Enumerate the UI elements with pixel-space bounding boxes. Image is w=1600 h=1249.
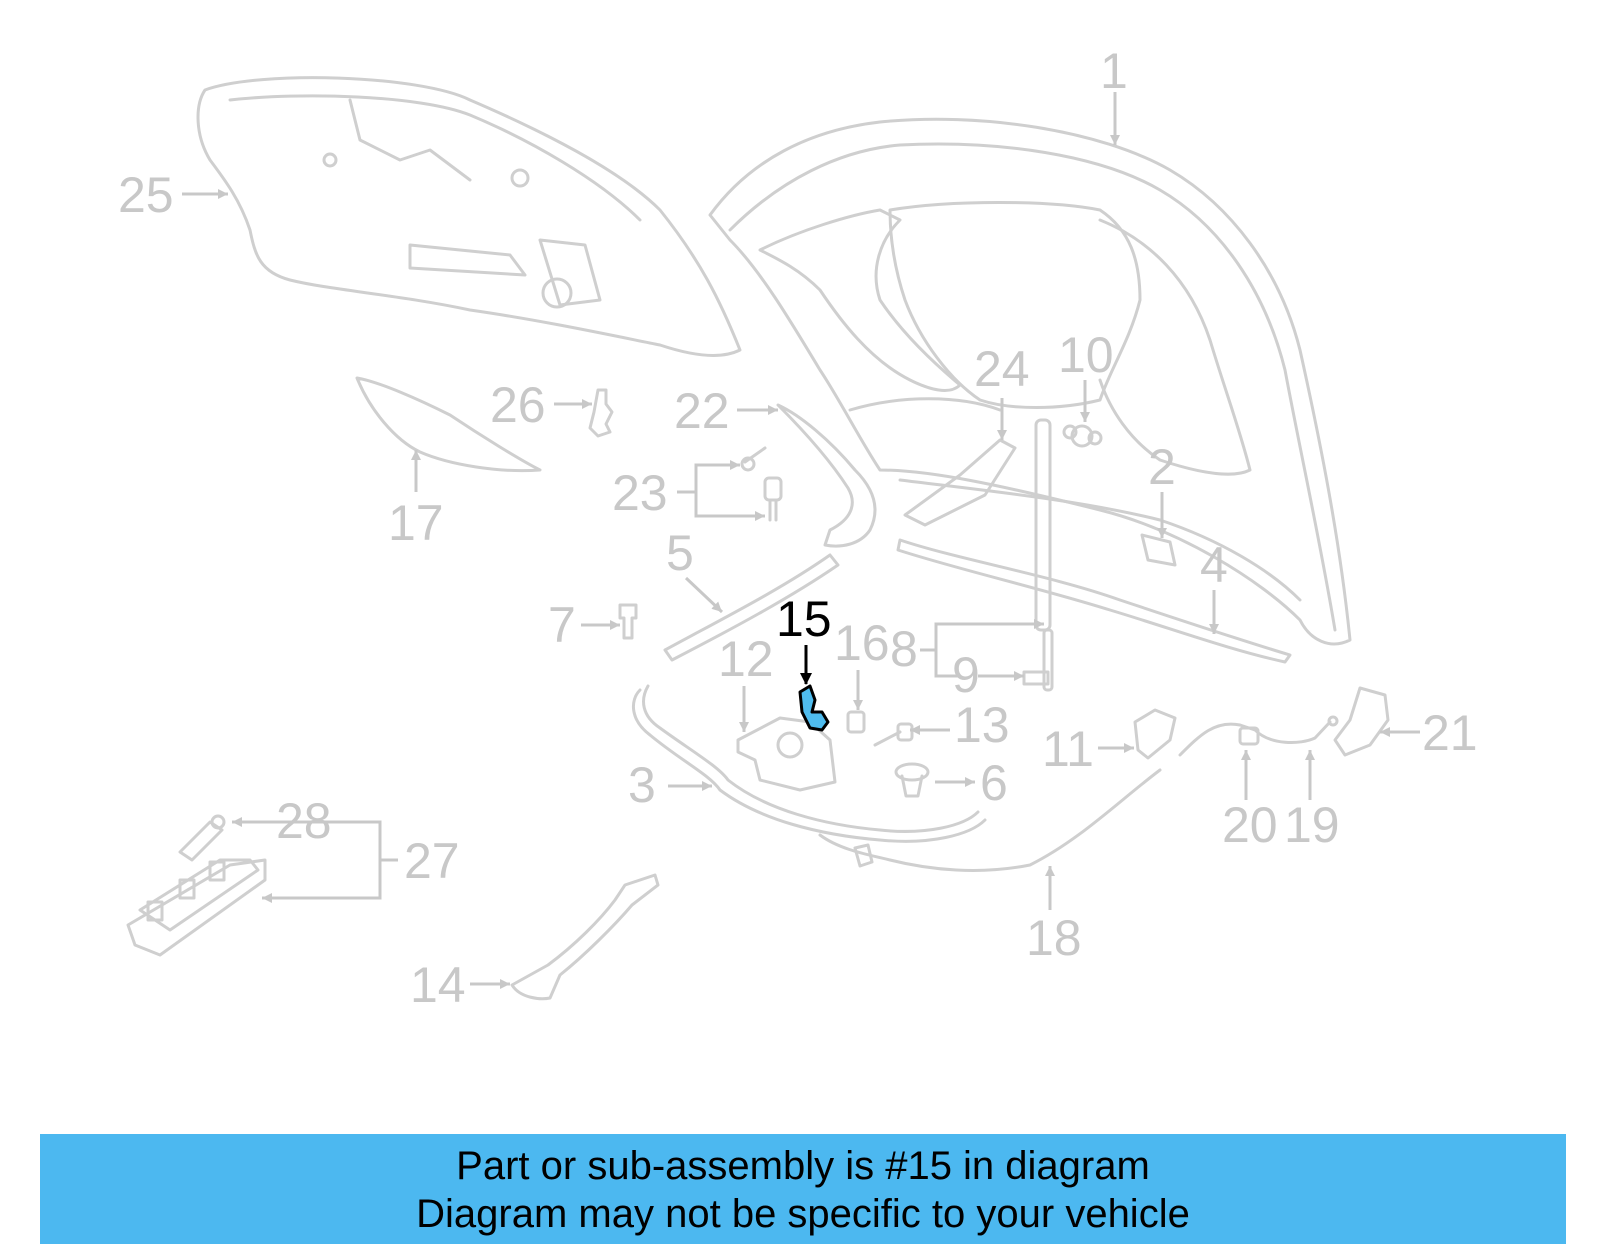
part-15-highlighted[interactable] [798, 645, 830, 732]
hood-insulator-pad [196, 76, 742, 357]
part-12-latch [736, 716, 837, 792]
banner-line-1: Part or sub-assembly is #15 in diagram [456, 1144, 1150, 1188]
callout-10: 10 [1058, 327, 1114, 383]
callout-9: 9 [952, 647, 980, 703]
callout-6: 6 [980, 755, 1008, 811]
callout-numbers: 1 25 24 10 26 22 2 23 17 5 4 15 7 16 8 1… [118, 43, 1478, 1013]
callout-11: 11 [1042, 721, 1094, 777]
part-5-seal-strip [663, 553, 840, 662]
part-27-latch-assembly [126, 858, 267, 957]
callout-16: 16 [834, 615, 890, 671]
part-9-ball-stud [1022, 670, 1050, 686]
callout-5: 5 [666, 525, 694, 581]
part-7-clip [618, 603, 638, 640]
callout-2: 2 [1148, 439, 1176, 495]
part-3-seal [631, 688, 987, 843]
callout-21: 21 [1422, 705, 1478, 761]
part-14-prop-rod [510, 873, 660, 1001]
part-3-seal-inner [642, 684, 980, 833]
callout-13: 13 [954, 697, 1010, 753]
part-4-seal [896, 538, 1292, 664]
callout-28: 28 [276, 793, 332, 849]
part-24-bracket [903, 438, 1017, 527]
callout-4: 4 [1200, 537, 1228, 593]
part-23-bolts [740, 446, 783, 522]
callout-26: 26 [490, 377, 546, 433]
part-13-bolt [873, 722, 914, 747]
parts-diagram: 1 25 24 10 26 22 2 23 17 5 4 15 7 16 8 1… [118, 43, 1478, 1013]
part-17-shield [355, 376, 542, 473]
callout-7: 7 [548, 597, 576, 653]
callout-14: 14 [410, 957, 466, 1013]
callout-22: 22 [674, 383, 730, 439]
part-28-bolt [178, 814, 226, 862]
callout-20: 20 [1222, 797, 1278, 853]
callout-1: 1 [1100, 43, 1128, 99]
callout-19: 19 [1284, 797, 1340, 853]
part-6-grommet [894, 762, 930, 798]
callout-27: 27 [404, 833, 460, 889]
part-26-clip [588, 388, 614, 438]
part-18-fitting [853, 843, 874, 868]
part-10-bumper [1062, 424, 1103, 448]
callout-3: 3 [628, 757, 656, 813]
callout-25: 25 [118, 167, 174, 223]
callout-23: 23 [612, 465, 668, 521]
part-18-cable [818, 768, 1162, 872]
banner-line-2: Diagram may not be specific to your vehi… [416, 1192, 1190, 1236]
part-16-clip [846, 710, 866, 734]
callout-15: 15 [776, 591, 832, 647]
part-2-pad [1140, 533, 1177, 567]
parts-19-20-cable [1178, 715, 1339, 757]
part-21-handle [1333, 686, 1390, 757]
hood-panel [708, 117, 1352, 646]
callout-18: 18 [1026, 910, 1082, 966]
part-22-hinge [776, 403, 877, 548]
callout-24: 24 [974, 341, 1030, 397]
leader-lines [182, 92, 1420, 989]
callout-17: 17 [388, 495, 444, 551]
callout-8: 8 [890, 621, 918, 677]
callout-12: 12 [718, 631, 774, 687]
part-11-bracket [1133, 708, 1177, 760]
info-banner: Part or sub-assembly is #15 in diagram D… [40, 1134, 1566, 1244]
part-8-strut [1034, 418, 1054, 692]
